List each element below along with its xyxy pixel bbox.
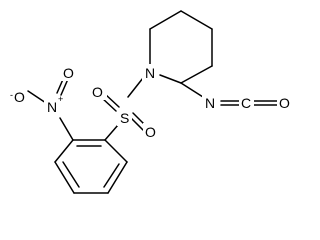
atom-label-nitro-nitrogen: N [47,99,57,115]
bond [107,161,128,194]
atom-label-isocyanate-nitrogen: N [205,95,215,111]
charge-plus: + [58,94,63,104]
bond [104,139,128,163]
atom-label-ring-nitrogen: N [145,65,155,81]
atom-labels: N N C O S O O N + O - O [10,64,294,140]
atom-label-nitro-oxygen-left: O [14,89,25,105]
bond [180,82,204,98]
atom-label-isocyanate-oxygen: O [279,95,290,111]
bond [60,78,69,96]
atom-label-isocyanate-carbon: C [241,95,251,111]
bond [159,74,182,84]
bond [59,117,74,141]
bond [180,10,213,30]
bond [104,93,120,108]
bond [104,124,119,141]
bond [62,161,80,188]
bond [101,97,117,112]
bond [127,77,144,98]
atom-label-nitro-oxygen-top: O [63,65,74,81]
bond [103,163,120,188]
atom-label-sulfonyl-oxygen-left: O [92,84,103,100]
charge-minus: - [10,90,13,100]
atom-label-sulfur: S [120,110,129,126]
isocyanate-group [180,82,280,106]
chemical-structure-diagram: N N C O S O O N + O - O [10,10,294,194]
bond [54,139,74,163]
bond [54,161,75,194]
benzene-ring [54,139,128,194]
bond [180,65,213,84]
bond [27,90,47,104]
atom-label-sulfonyl-oxygen-right: O [145,124,156,140]
piperidine-ring [149,10,213,84]
bond [149,10,182,30]
bond [129,116,144,131]
